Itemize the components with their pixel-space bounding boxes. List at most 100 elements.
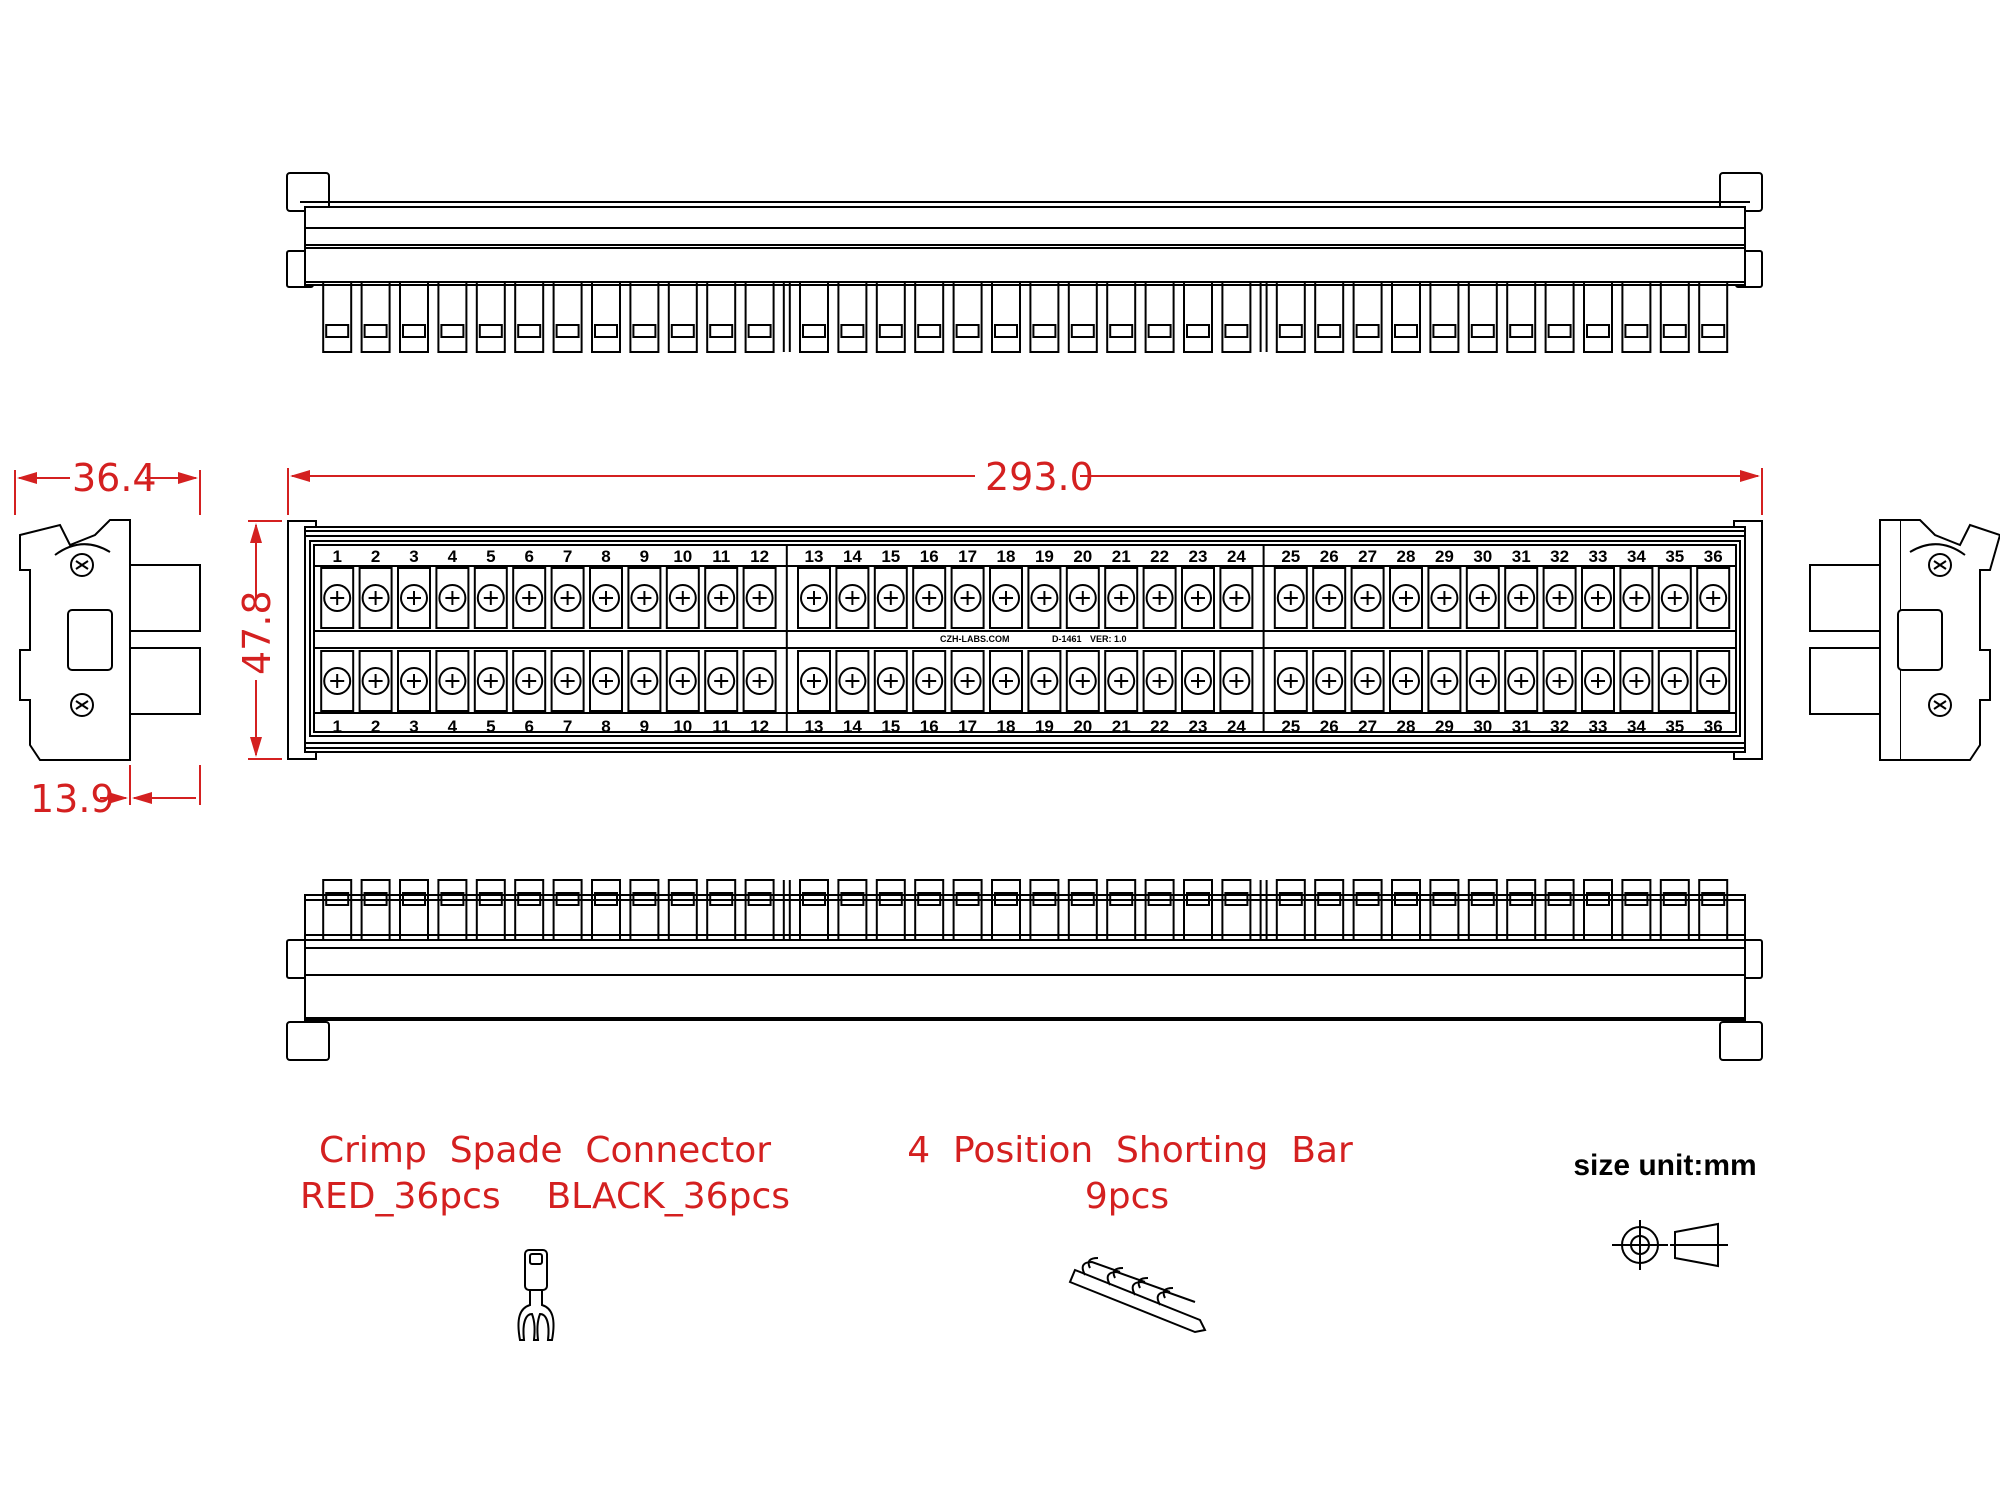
terminal-screw[interactable] xyxy=(1145,584,1174,612)
terminal-screw[interactable] xyxy=(1507,584,1536,612)
terminal-screw[interactable] xyxy=(1276,667,1305,695)
bottom-terminal-tooth xyxy=(360,879,391,941)
terminal-screw[interactable] xyxy=(553,667,582,695)
terminal-housing xyxy=(1104,567,1139,629)
terminal-screw[interactable] xyxy=(630,667,659,695)
terminal-screw[interactable] xyxy=(630,584,659,612)
terminal-number-top: 10 xyxy=(673,547,692,566)
bottom-terminal-tooth-lip xyxy=(1109,892,1134,906)
terminal-screw[interactable] xyxy=(1545,667,1574,695)
screw-slot-icon xyxy=(1360,591,1375,605)
terminal-screw[interactable] xyxy=(1584,584,1612,612)
terminal-screw[interactable] xyxy=(953,584,982,612)
terminal-screw[interactable] xyxy=(1660,584,1689,612)
terminal-screw[interactable] xyxy=(1392,667,1420,695)
terminal-screw[interactable] xyxy=(915,667,944,695)
terminal-screw[interactable] xyxy=(515,584,544,612)
top-terminal-tooth xyxy=(1544,281,1575,353)
terminal-housing xyxy=(1696,650,1731,712)
terminal-screw[interactable] xyxy=(361,667,390,695)
terminal-screw[interactable] xyxy=(1107,667,1136,695)
terminal-screw[interactable] xyxy=(1430,584,1459,612)
terminal-screw[interactable] xyxy=(592,667,620,695)
terminal-screw[interactable] xyxy=(1468,584,1497,612)
terminal-screw[interactable] xyxy=(876,667,905,695)
bottom-terminal-tooth-lip xyxy=(1278,892,1303,906)
terminal-screw[interactable] xyxy=(1068,667,1097,695)
terminal-screw[interactable] xyxy=(1030,584,1059,612)
terminal-screw[interactable] xyxy=(1468,667,1497,695)
terminal-screw[interactable] xyxy=(592,584,620,612)
terminal-screw[interactable] xyxy=(992,584,1020,612)
terminal-screw[interactable] xyxy=(438,584,467,612)
terminal-screw[interactable] xyxy=(707,667,736,695)
terminal-screw[interactable] xyxy=(1030,667,1059,695)
terminal-screw[interactable] xyxy=(1392,584,1420,612)
screw-slot-icon xyxy=(599,674,613,688)
top-terminal-tooth-lip xyxy=(1624,324,1649,338)
terminal-screw[interactable] xyxy=(1222,667,1251,695)
terminal-screw[interactable] xyxy=(800,584,828,612)
terminal-screw[interactable] xyxy=(1545,584,1574,612)
board-brand: CZH-LABS.COM xyxy=(940,634,1010,644)
terminal-screw[interactable] xyxy=(1184,584,1212,612)
bottom-terminal-tooth-lip xyxy=(440,892,465,906)
terminal-housing xyxy=(950,567,985,629)
terminal-number-bottom: 26 xyxy=(1320,717,1339,736)
terminal-screw[interactable] xyxy=(400,667,428,695)
top-terminal-tooth xyxy=(1183,281,1213,353)
terminal-screw[interactable] xyxy=(553,584,582,612)
terminal-screw[interactable] xyxy=(476,584,505,612)
terminal-screw[interactable] xyxy=(1276,584,1305,612)
terminal-number-bottom: 9 xyxy=(640,717,649,736)
terminal-screw[interactable] xyxy=(1507,667,1536,695)
terminal-screw[interactable] xyxy=(1068,584,1097,612)
terminal-screw[interactable] xyxy=(668,667,697,695)
terminal-screw[interactable] xyxy=(1315,667,1344,695)
terminal-screw[interactable] xyxy=(1222,584,1251,612)
terminal-screw[interactable] xyxy=(745,667,774,695)
top-terminal-tooth xyxy=(706,281,737,353)
top-terminal-tooth-lip xyxy=(363,324,388,338)
terminal-screw[interactable] xyxy=(1430,667,1459,695)
terminal-screw[interactable] xyxy=(1353,584,1382,612)
terminal-screw[interactable] xyxy=(1584,667,1612,695)
top-terminal-tooth-lip xyxy=(1278,324,1303,338)
terminal-screw[interactable] xyxy=(838,667,867,695)
bottom-terminal-tooth-lip xyxy=(1317,892,1342,906)
terminal-screw[interactable] xyxy=(745,584,774,612)
terminal-screw[interactable] xyxy=(1622,667,1651,695)
terminal-screw[interactable] xyxy=(668,584,697,612)
terminal-screw[interactable] xyxy=(876,584,905,612)
terminal-screw[interactable] xyxy=(707,584,736,612)
terminal-housing xyxy=(989,650,1023,712)
terminal-screw[interactable] xyxy=(1660,667,1689,695)
terminal-screw[interactable] xyxy=(361,584,390,612)
terminal-screw[interactable] xyxy=(1622,584,1651,612)
terminal-screw[interactable] xyxy=(438,667,467,695)
terminal-screw[interactable] xyxy=(515,667,544,695)
terminal-screw[interactable] xyxy=(400,584,428,612)
top-terminal-tooth xyxy=(1506,281,1537,353)
terminal-screw[interactable] xyxy=(476,667,505,695)
screw-slot-icon xyxy=(522,591,537,605)
terminal-number-top: 17 xyxy=(958,547,977,566)
terminal-screw[interactable] xyxy=(1184,667,1212,695)
terminal-screw[interactable] xyxy=(323,667,352,695)
top-terminal-tooth xyxy=(1144,281,1175,353)
terminal-screw[interactable] xyxy=(1353,667,1382,695)
terminal-screw[interactable] xyxy=(1315,584,1344,612)
terminal-housing xyxy=(1657,650,1692,712)
terminal-number-bottom: 34 xyxy=(1627,717,1646,736)
top-terminal-tooth-lip xyxy=(1070,324,1095,338)
terminal-screw[interactable] xyxy=(1699,584,1728,612)
terminal-screw[interactable] xyxy=(800,667,828,695)
terminal-screw[interactable] xyxy=(838,584,867,612)
terminal-screw[interactable] xyxy=(1699,667,1728,695)
terminal-screw[interactable] xyxy=(1107,584,1136,612)
terminal-screw[interactable] xyxy=(915,584,944,612)
terminal-screw[interactable] xyxy=(953,667,982,695)
terminal-screw[interactable] xyxy=(1145,667,1174,695)
terminal-screw[interactable] xyxy=(323,584,352,612)
terminal-screw[interactable] xyxy=(992,667,1020,695)
